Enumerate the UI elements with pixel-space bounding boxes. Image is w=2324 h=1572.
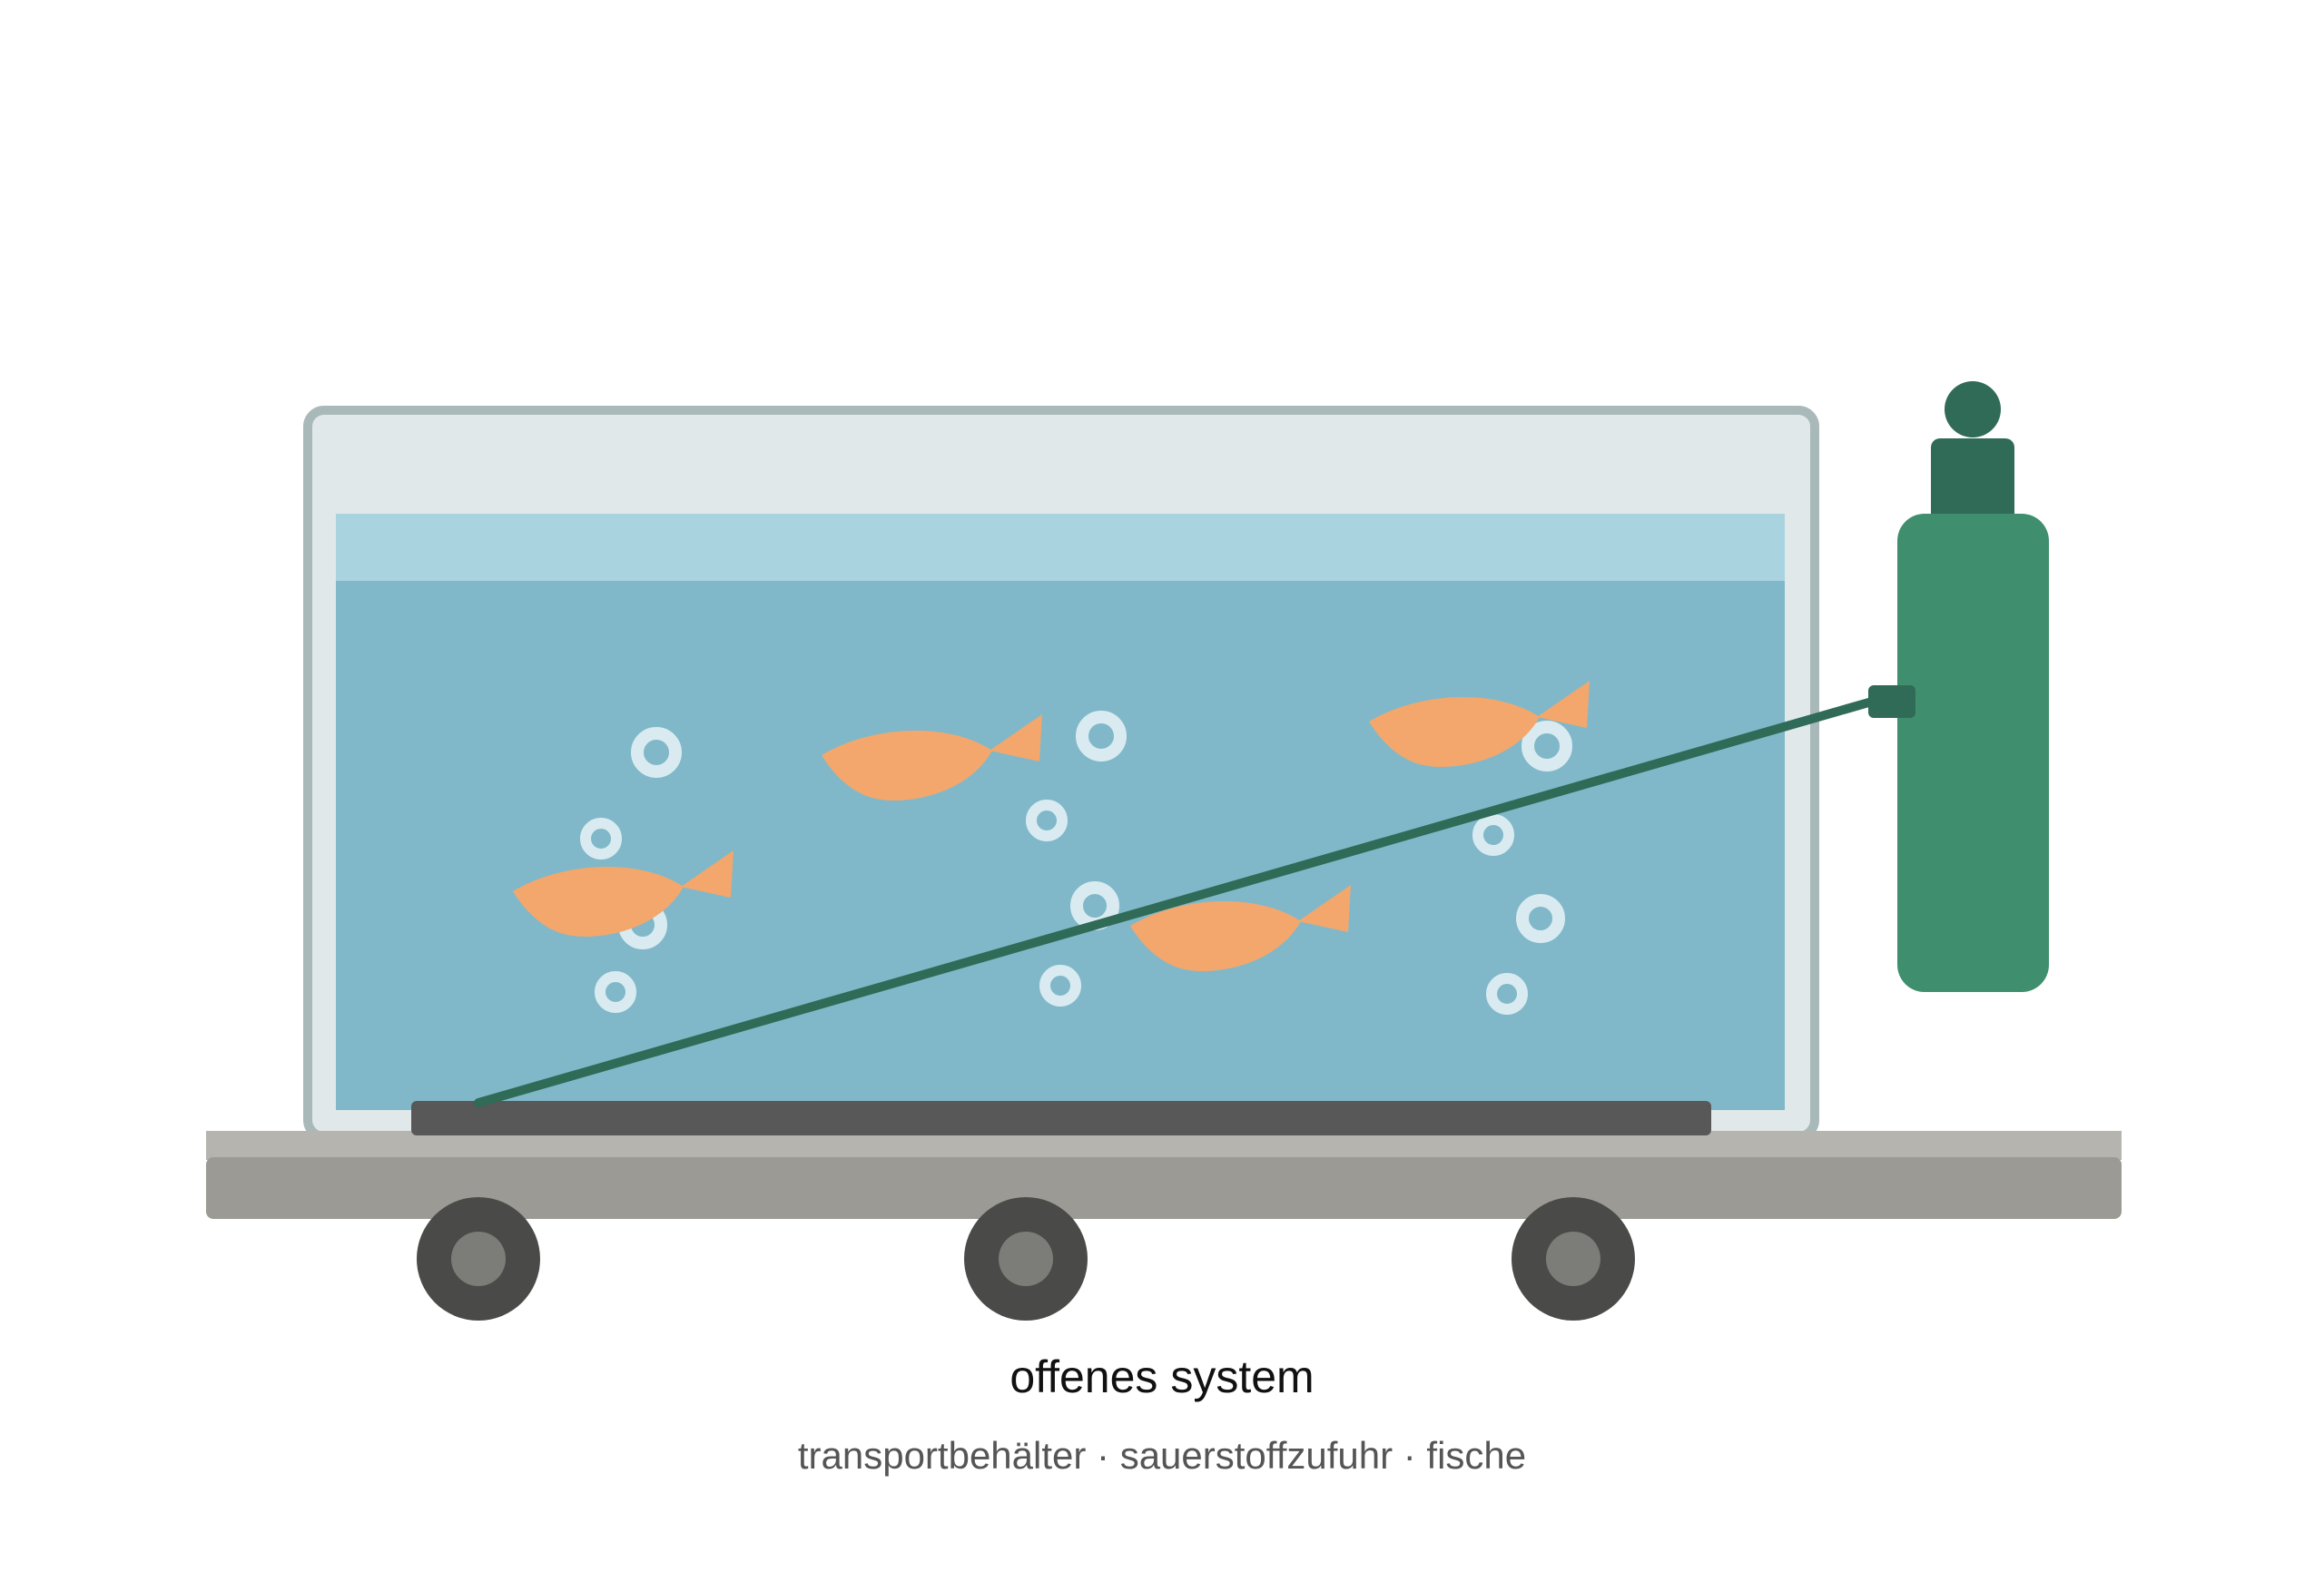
diagram-subtitle: transportbehälter · sauerstoffzufuhr · f…	[797, 1434, 1527, 1477]
bubble-icon	[595, 971, 636, 1013]
fish-icon	[1130, 885, 1351, 971]
bubble-icon	[580, 818, 622, 860]
bubble-icon	[1521, 721, 1572, 771]
fish-group	[513, 681, 1590, 971]
fish-icon	[1369, 681, 1590, 767]
wheels	[417, 1197, 1635, 1321]
tank-icon	[303, 406, 1819, 1141]
fish-icon	[822, 714, 1042, 801]
wheel-icon	[417, 1197, 540, 1321]
wheel-icon	[1512, 1197, 1635, 1321]
cylinder-valve-knob	[1945, 381, 2001, 437]
bubble-icon	[1076, 711, 1127, 761]
bubble-icon	[1472, 814, 1514, 856]
platform-base	[206, 1157, 2122, 1219]
diffuser-bar	[411, 1101, 1711, 1135]
wheel-icon	[964, 1197, 1088, 1321]
oxygen-cylinder-icon	[1868, 381, 2049, 992]
hose-connector	[1868, 685, 1915, 718]
cylinder-cap	[1931, 438, 2014, 526]
bubble-icon	[1516, 894, 1565, 943]
bubble-icon	[1039, 965, 1081, 1007]
fish-icon	[513, 850, 734, 937]
cylinder-body	[1897, 514, 2049, 992]
bubble-icon	[1026, 800, 1068, 841]
oxygen-hose	[474, 697, 1876, 1107]
water	[336, 581, 1785, 1110]
bubble-icon	[1486, 973, 1528, 1015]
platform-top	[206, 1131, 2122, 1160]
bubble-icon	[631, 727, 682, 778]
cart-platform	[206, 1131, 2122, 1219]
water-surface	[336, 514, 1785, 585]
diagram-title: offenes system	[1009, 1351, 1315, 1402]
bubbles	[580, 711, 1572, 1015]
